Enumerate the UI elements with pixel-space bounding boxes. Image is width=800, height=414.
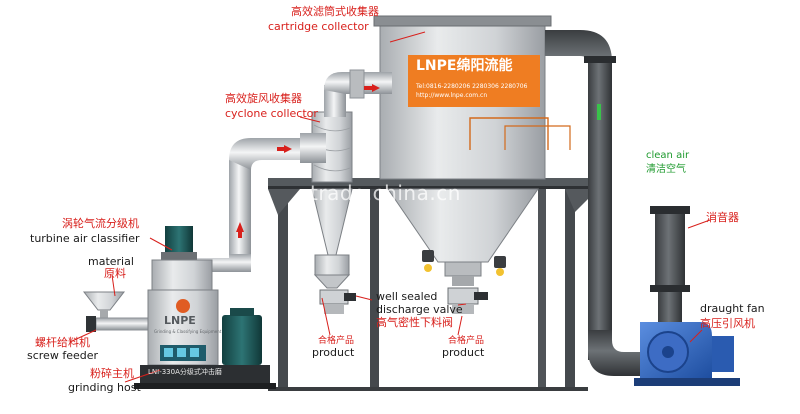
valve-label-en-2: discharge valve (376, 303, 463, 316)
fan-label-cn: 高压引风机 (700, 317, 755, 330)
brand-banner-title: LNPE绵阳流能 (416, 58, 513, 74)
cartridge-collector (373, 15, 571, 314)
material-label-cn: 原料 (104, 267, 126, 280)
host-label-cn: 粉碎主机 (90, 367, 134, 380)
silencer-label-cn: 消音器 (706, 211, 739, 224)
callout-lines (69, 31, 711, 383)
product2-label-cn: 合格产品 (448, 336, 485, 346)
cyclone-label-cn: 高效旋风收集器 (225, 92, 302, 105)
support-frame (268, 178, 598, 391)
cyclone-collector (311, 111, 356, 314)
base-plate-label: LNI-330A分级式冲击磨 (148, 368, 222, 376)
valve-label-cn: 高气密性下料阀 (376, 316, 453, 329)
host-logo: LNPE (164, 314, 196, 327)
product1-label-en: product (312, 346, 355, 359)
classifier-label-en: turbine air classifier (30, 232, 140, 245)
watermark: trade.china.cn (310, 181, 461, 205)
flow-arrows (236, 84, 601, 238)
brand-banner-web: http://www.lnpe.com.cn (416, 92, 488, 99)
host-label-en: grinding host (68, 381, 141, 394)
product2-label-en: product (442, 346, 485, 359)
product1-label-cn: 合格产品 (318, 336, 355, 346)
grinding-host (134, 226, 276, 389)
valve-label-en-1: well sealed (376, 290, 438, 303)
brand-banner-tel: Tel:0816-2280206 2280306 2280706 (416, 83, 528, 90)
feeder-label-cn: 螺杆给料机 (35, 336, 90, 349)
cartridge-label-en: cartridge collector (268, 20, 369, 33)
clean-air-label-cn: 清洁空气 (646, 164, 686, 175)
classifier-label-cn: 涡轮气流分级机 (62, 217, 139, 230)
clean-air-label-en: clean air (646, 150, 690, 161)
host-logo-sub: Grinding & Classifying Equipment (154, 329, 222, 334)
fan-label-en: draught fan (700, 302, 765, 315)
feeder-label-en: screw feeder (27, 349, 99, 362)
cartridge-label-cn: 高效滤筒式收集器 (291, 5, 379, 18)
cyclone-label-en: cyclone collector (225, 107, 318, 120)
material-label-en: material (88, 255, 134, 268)
